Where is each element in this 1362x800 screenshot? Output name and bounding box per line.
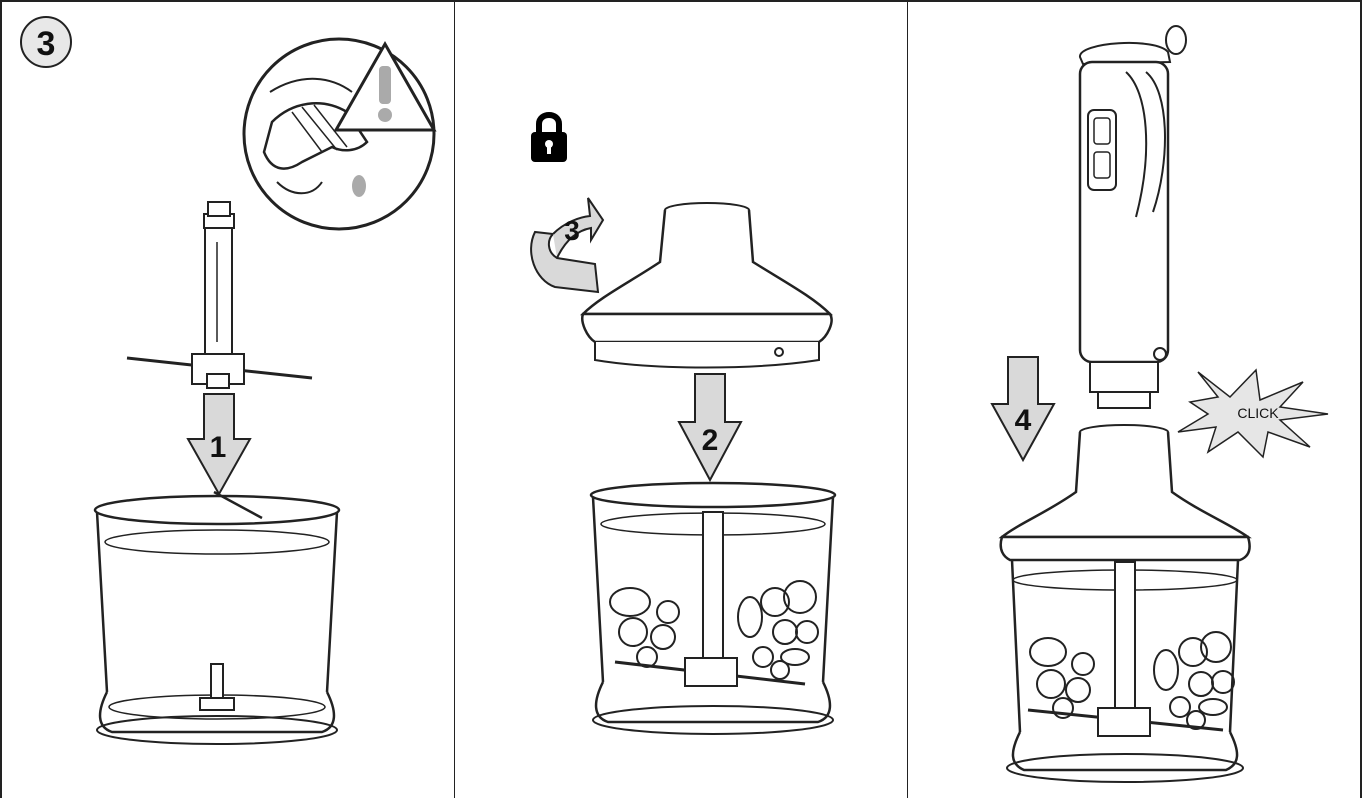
sharp-blade-warning bbox=[244, 39, 434, 229]
arrow-2-label: 2 bbox=[702, 424, 719, 457]
panel-1-illustration: 3 1 bbox=[2, 2, 457, 800]
chopper-blade bbox=[127, 202, 312, 388]
panel-3-illustration: 4 CLICK bbox=[908, 2, 1362, 800]
panel-step-2: 3 2 bbox=[455, 0, 908, 798]
chopper-lid bbox=[582, 203, 831, 368]
panel-step-3: 4 CLICK bbox=[908, 0, 1362, 798]
arrow-3-label: 3 bbox=[564, 215, 580, 246]
attach-arrow-4: 4 bbox=[992, 357, 1054, 460]
click-label: CLICK bbox=[1237, 405, 1279, 421]
assembled-chopper bbox=[1001, 425, 1250, 782]
panel-step-1: 3 1 bbox=[0, 0, 455, 798]
rotate-arrow-icon: 3 bbox=[531, 198, 603, 292]
insert-arrow-1: 1 bbox=[188, 394, 250, 494]
chopper-bowl bbox=[95, 492, 339, 744]
step-badge: 3 bbox=[21, 17, 71, 67]
arrow-1-label: 1 bbox=[210, 431, 227, 464]
arrow-4-label: 4 bbox=[1015, 404, 1032, 437]
panel-2-illustration: 3 2 bbox=[455, 2, 908, 800]
step-badge-number: 3 bbox=[37, 25, 56, 63]
padlock-icon bbox=[531, 115, 567, 162]
insert-arrow-2: 2 bbox=[679, 374, 741, 480]
chopper-bowl-with-food bbox=[591, 483, 835, 734]
click-burst: CLICK bbox=[1178, 370, 1328, 457]
motor-unit bbox=[1080, 26, 1186, 408]
